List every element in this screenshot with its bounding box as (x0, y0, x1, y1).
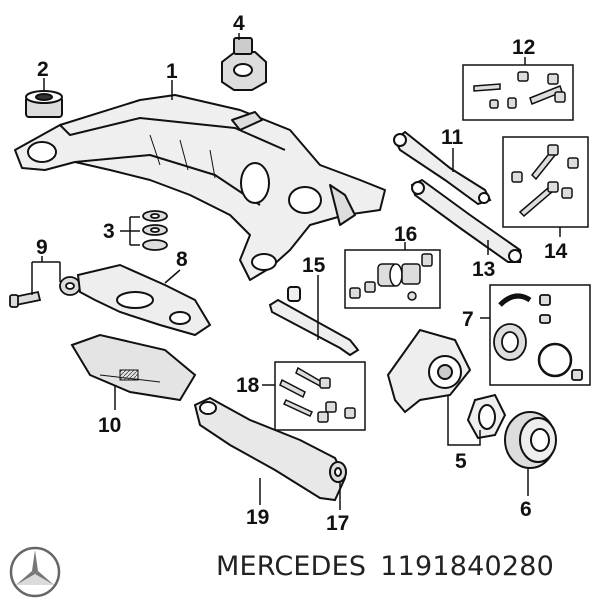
control-arm-part-13 (410, 178, 522, 263)
brake-disc-part-6 (504, 411, 557, 469)
leader-lines (31, 33, 561, 510)
callout-17: 17 (326, 512, 349, 535)
callout-16: 16 (394, 223, 417, 246)
callout-19: 19 (246, 506, 269, 529)
callout-4: 4 (233, 12, 245, 35)
callout-5: 5 (455, 450, 467, 473)
callout-11: 11 (441, 126, 464, 149)
callout-9: 9 (36, 236, 48, 259)
wheel-hub-carrier-part-5 (386, 328, 507, 440)
wheel-bearing-kit-part-7 (489, 284, 591, 386)
callout-13: 13 (472, 258, 495, 281)
strut-link-part-15 (268, 286, 360, 357)
part-number: 1191840280 (380, 551, 555, 582)
callout-1: 1 (166, 60, 178, 83)
callout-2: 2 (37, 58, 49, 81)
mercedes-star-icon (8, 545, 62, 599)
bolt-bushing-part-9 (9, 276, 81, 308)
part-caption: MERCEDES 1191840280 (216, 551, 568, 582)
bushing-part-17 (329, 461, 347, 483)
callout-18: 18 (236, 374, 260, 397)
spring-plate-part-10 (70, 333, 197, 402)
washers-part-3 (142, 210, 168, 251)
brand-name: MERCEDES (216, 551, 367, 582)
hardware-kit-part-12 (462, 64, 574, 121)
callout-labels: 1 2 3 4 5 6 7 8 9 10 11 12 13 14 15 16 1… (36, 12, 568, 535)
control-arm-part-11 (393, 130, 492, 206)
bushing-part-2 (25, 90, 63, 118)
trailing-arm-part-8 (76, 263, 212, 337)
callout-10: 10 (98, 414, 121, 437)
callout-6: 6 (520, 498, 532, 521)
callout-14: 14 (544, 240, 568, 263)
bushing-kit-part-16 (344, 249, 441, 309)
hardware-kit-part-14 (502, 136, 589, 228)
callout-8: 8 (176, 248, 188, 271)
mount-part-4 (221, 37, 267, 91)
bolt-kit-part-18 (274, 361, 366, 431)
callout-3: 3 (103, 220, 115, 243)
callout-15: 15 (302, 254, 326, 277)
callout-7: 7 (462, 308, 474, 331)
rear-subframe (14, 94, 386, 281)
callout-12: 12 (512, 36, 535, 59)
